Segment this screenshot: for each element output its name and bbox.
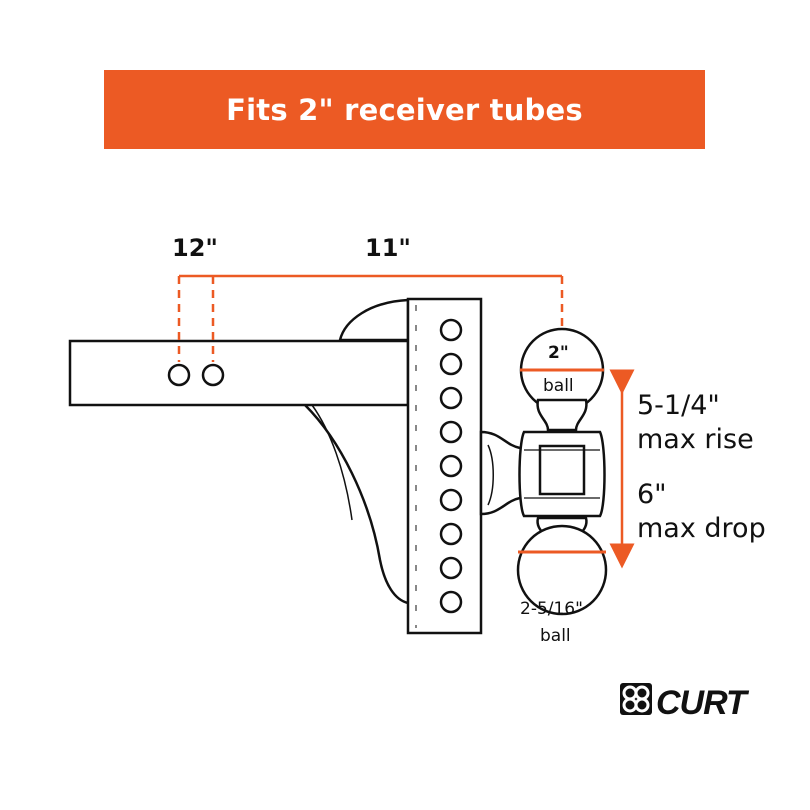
shank-gusset <box>338 298 410 342</box>
bottom-ball-size: 2-5/16" <box>520 599 583 619</box>
rise-label: max rise <box>637 424 754 455</box>
dimension-label-11: 11" <box>365 234 411 262</box>
plate-hole <box>439 454 463 478</box>
curt-logo-text: CURT <box>656 684 750 722</box>
shank-gusset-lower <box>304 404 409 605</box>
plate-hole <box>439 522 463 546</box>
dimension-label-12: 12" <box>172 234 218 262</box>
drop-plate-holes <box>439 318 463 614</box>
dual-ball <box>516 327 608 616</box>
bottom-ball-label: ball <box>540 626 571 646</box>
plate-hole <box>439 352 463 376</box>
shank-gusset-inner <box>311 404 353 521</box>
banner-title: Fits 2" receiver tubes <box>226 92 583 127</box>
rise-value: 5-1/4" <box>637 390 720 421</box>
dimension-lines <box>177 274 564 362</box>
plate-hole <box>439 488 463 512</box>
plate-hole <box>439 420 463 444</box>
plate-hole <box>439 386 463 410</box>
top-ball-size: 2" <box>548 343 569 363</box>
receiver-shank <box>68 339 410 407</box>
plate-hole <box>439 318 463 342</box>
pin-hole-11 <box>201 363 225 387</box>
drop-label: max drop <box>637 513 766 544</box>
plate-hole <box>439 556 463 580</box>
drop-value: 6" <box>637 479 667 510</box>
bottom-ball <box>516 524 608 616</box>
title-banner: Fits 2" receiver tubes <box>104 70 705 149</box>
top-ball-label: ball <box>543 376 574 396</box>
pin-hole-12 <box>167 363 191 387</box>
plate-hole <box>439 590 463 614</box>
curt-logo-icon <box>620 683 652 715</box>
